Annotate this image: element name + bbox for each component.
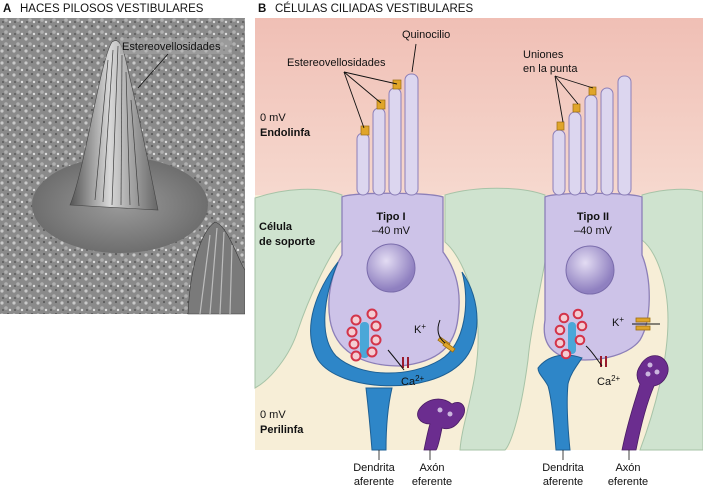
type1-mv: –40 mV <box>372 225 411 237</box>
type1-k-arrow <box>437 319 446 344</box>
neighbor-stripes <box>199 227 233 315</box>
label-backing <box>120 38 232 54</box>
afferent-dendrite-label-2b: aferente <box>543 476 583 488</box>
afferent-dendrite-2 <box>537 354 583 451</box>
type1-ca-channel <box>402 357 409 368</box>
bundle-stripes <box>94 45 140 207</box>
type2-nucleus <box>565 245 615 295</box>
panel-a-pointer <box>137 53 169 89</box>
panel-b-stereocilia-label: Estereovellosidades <box>287 57 386 69</box>
efferent-axon-label-2b: eferente <box>608 476 648 488</box>
afferent-dendrite-label-2a: Dendrita <box>542 462 584 474</box>
panel-a-letter: A <box>3 3 11 15</box>
endolymph-label: Endolinfa <box>260 127 311 139</box>
tip-links-label-1: Uniones <box>523 49 564 61</box>
type1-ca-arrow <box>387 349 405 371</box>
afferent-dendrite-label-1a: Dendrita <box>353 462 395 474</box>
support-cell-label-1: Célula <box>259 221 293 233</box>
panel-b-letter: B <box>258 3 266 15</box>
type1-ca-label: Ca2+ <box>401 374 425 388</box>
type1-ribbon <box>360 322 369 358</box>
type1-nucleus <box>366 243 416 293</box>
afferent-dendrite-label-1b: aferente <box>354 476 394 488</box>
afferent-calyx <box>310 261 478 387</box>
support-cell-left <box>254 188 343 389</box>
type2-mv: –40 mV <box>574 225 613 237</box>
pointer-lines <box>343 43 594 129</box>
efferent-vesicles <box>437 362 660 417</box>
type2-ca-arrow <box>585 345 603 367</box>
perilymph-label: Perilinfa <box>260 424 304 436</box>
type2-bundle <box>552 75 632 196</box>
efferent-axon-1 <box>417 398 465 451</box>
type1-k-label: K+ <box>414 322 426 336</box>
panel-a-title: HACES PILOSOS VESTIBULARES <box>20 3 204 15</box>
panel-a-stereocilia-label: Estereovellosidades <box>122 41 221 53</box>
type1-vesicles <box>346 308 382 362</box>
type2-k-label: K+ <box>612 315 624 329</box>
efferent-axon-2 <box>621 355 669 451</box>
type2-ca-label: Ca2+ <box>597 374 621 388</box>
type2-k-channel <box>635 317 651 331</box>
type1-name: Tipo I <box>376 211 405 223</box>
endolymph-region <box>255 18 703 198</box>
panel-b-title: CÉLULAS CILIADAS VESTIBULARES <box>275 2 473 15</box>
perilymph-mv: 0 mV <box>260 409 286 421</box>
afferent-dendrite-stalk-1 <box>365 387 393 451</box>
type2-tip-links <box>556 86 597 131</box>
type2-vesicles <box>554 308 588 360</box>
efferent-axon-label-2a: Axón <box>615 462 640 474</box>
panel-b: B CÉLULAS CILIADAS VESTIBULARES Ca2+ <box>254 2 703 488</box>
endolymph-mv: 0 mV <box>260 112 286 124</box>
kinocilium-label: Quinocilio <box>402 29 450 41</box>
type1-tip-links <box>360 79 402 136</box>
efferent-axon-label-1b: eferente <box>412 476 452 488</box>
tip-links-label-2: en la punta <box>523 63 578 75</box>
support-cell-label-2: de soporte <box>259 236 315 248</box>
type2-name: Tipo II <box>577 211 609 223</box>
efferent-axon-label-1a: Axón <box>419 462 444 474</box>
type1-bundle <box>356 73 419 196</box>
type2-ribbon <box>568 322 576 354</box>
panel-a: A HACES PILOSOS VESTIBULARES Estereovell… <box>0 3 245 315</box>
